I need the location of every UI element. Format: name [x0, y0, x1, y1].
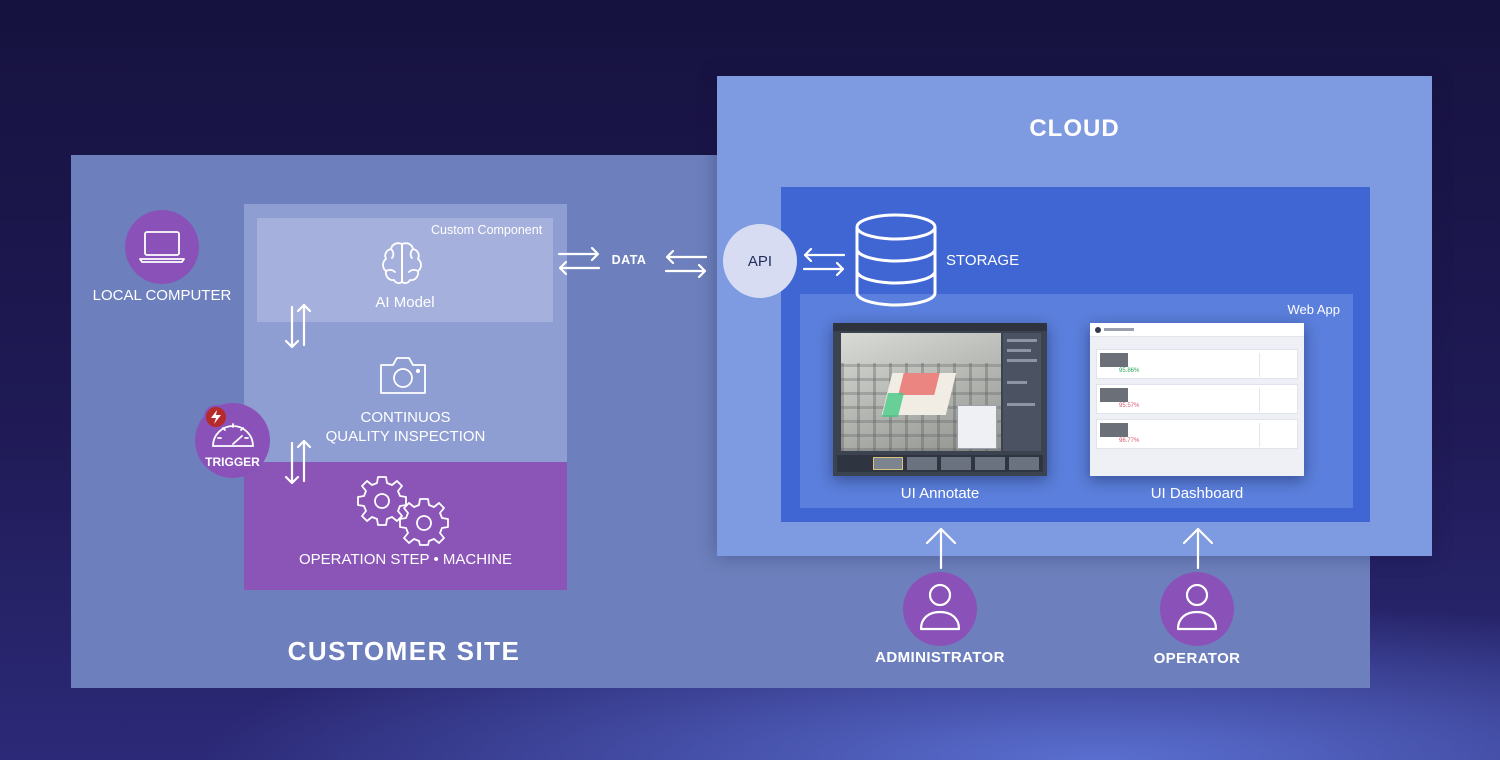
trigger-label: TRIGGER: [205, 455, 260, 469]
operation-step-label: OPERATION STEP • MACHINE: [298, 551, 513, 568]
dashboard-row: 96.77%: [1096, 419, 1298, 449]
camera-icon: [380, 357, 426, 394]
dashboard-row-thumb: [1100, 423, 1128, 437]
swap-arrows-icon: [557, 246, 601, 276]
annotate-titlebar: [833, 323, 1047, 331]
dashboard-logo: [1095, 327, 1101, 333]
laptop-icon: [139, 231, 185, 263]
up-arrow-icon: [1182, 527, 1214, 570]
database-icon: [855, 213, 937, 307]
filmstrip-thumb: [975, 457, 1005, 470]
user-icon: [1176, 583, 1218, 631]
annotate-sidebar: [1003, 333, 1041, 451]
sidebar-line: [1007, 403, 1035, 406]
dashboard-row-percent: 95.57%: [1119, 403, 1140, 409]
quality-inspection-label: CONTINUOS QUALITY INSPECTION: [244, 408, 567, 446]
storage-label: STORAGE: [946, 252, 1020, 269]
dashboard-header: [1090, 323, 1304, 337]
brain-icon: [382, 242, 422, 285]
swap-arrows-icon: [664, 249, 708, 279]
gauge-icon: [212, 423, 254, 447]
vertical-arrows-icon: [284, 303, 312, 349]
annotate-filmstrip: [837, 455, 1043, 472]
ui-dashboard-label: UI Dashboard: [1150, 485, 1244, 502]
local-computer-node: [125, 210, 199, 284]
data-flow-label: DATA: [611, 253, 647, 267]
sidebar-line: [1007, 339, 1037, 342]
api-node: [723, 224, 797, 298]
sidebar-line: [1007, 349, 1031, 352]
filmstrip-thumb: [873, 457, 903, 470]
customer-site-title: CUSTOMER SITE: [287, 636, 521, 666]
filmstrip-thumb: [941, 457, 971, 470]
dashboard-row-percent: 95.86%: [1119, 368, 1140, 374]
up-arrow-icon: [925, 527, 957, 570]
operator-label: OPERATOR: [1153, 650, 1241, 667]
quality-inspection-line2: QUALITY INSPECTION: [325, 428, 486, 445]
ui-annotate-screenshot: [833, 323, 1047, 476]
dashboard-row-thumb: [1100, 388, 1128, 402]
local-computer-label: LOCAL COMPUTER: [92, 287, 232, 304]
filmstrip-thumb: [907, 457, 937, 470]
dashboard-row: 95.57%: [1096, 384, 1298, 414]
web-app-title: Web App: [1287, 302, 1340, 317]
vertical-arrows-icon: [284, 439, 312, 485]
operation-step-box: [244, 462, 567, 590]
dashboard-brand-line: [1104, 328, 1134, 331]
dashboard-row-side: [1259, 353, 1293, 377]
sidebar-line: [1007, 359, 1037, 362]
bolt-icon: [211, 410, 221, 424]
dashboard-row-thumb: [1100, 353, 1128, 367]
dashboard-row: 95.86%: [1096, 349, 1298, 379]
administrator-label: ADMINISTRATOR: [875, 649, 1005, 666]
quality-inspection-line1: CONTINUOS: [360, 409, 451, 426]
ui-annotate-label: UI Annotate: [900, 485, 980, 502]
ui-dashboard-screenshot: 95.86% 95.57% 96.77%: [1090, 323, 1304, 476]
sidebar-line: [1007, 381, 1027, 384]
annotation-red-region: [898, 373, 940, 395]
dashboard-row-side: [1259, 388, 1293, 412]
custom-component-label: Custom Component: [431, 223, 543, 237]
ai-model-label: AI Model: [375, 294, 435, 311]
filmstrip-thumb: [1009, 457, 1039, 470]
user-icon: [919, 583, 961, 631]
swap-arrows-icon: [802, 247, 846, 277]
custom-component-box: [257, 218, 553, 322]
gears-icon: [357, 476, 449, 546]
dashboard-row-percent: 96.77%: [1119, 438, 1140, 444]
api-label: API: [747, 253, 773, 270]
annotate-image-area: [841, 333, 1001, 451]
cloud-title: CLOUD: [1029, 115, 1120, 142]
dashboard-row-side: [1259, 423, 1293, 447]
annotate-popup: [957, 405, 997, 449]
